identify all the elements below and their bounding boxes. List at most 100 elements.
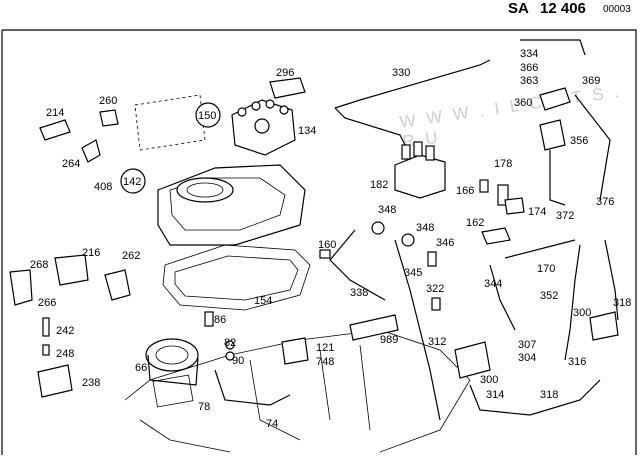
callout-248: 248 bbox=[56, 348, 74, 360]
callout-314: 314 bbox=[486, 389, 504, 401]
callout-307: 307 bbox=[518, 339, 536, 351]
callout-372: 372 bbox=[556, 210, 574, 222]
throttle-housing bbox=[145, 338, 199, 408]
callout-360: 360 bbox=[514, 97, 532, 109]
callout-264: 264 bbox=[62, 158, 80, 170]
callout-154: 154 bbox=[254, 295, 272, 307]
callout-238: 238 bbox=[82, 377, 100, 389]
callout-344: 344 bbox=[484, 278, 502, 290]
callout-66: 66 bbox=[135, 362, 147, 374]
damper-356 bbox=[539, 119, 566, 151]
callout-989: 989 bbox=[380, 334, 398, 346]
callout-74: 74 bbox=[266, 418, 278, 430]
callout-296: 296 bbox=[276, 67, 294, 79]
header-sa: SA bbox=[508, 0, 529, 17]
bracket-360 bbox=[539, 87, 571, 111]
callout-86: 86 bbox=[214, 314, 226, 326]
bolt-166 bbox=[479, 179, 489, 193]
callout-134: 134 bbox=[298, 125, 316, 137]
relay-unit bbox=[394, 141, 446, 199]
callout-182: 182 bbox=[370, 179, 388, 191]
callout-121: 121 bbox=[316, 342, 334, 354]
callout-316: 316 bbox=[568, 356, 586, 368]
washer-82 bbox=[225, 340, 235, 350]
callout-262: 262 bbox=[122, 250, 140, 262]
callout-366: 366 bbox=[520, 62, 538, 74]
header-number: 12 406 bbox=[540, 0, 586, 17]
hose-262 bbox=[104, 269, 131, 301]
callout-242: 242 bbox=[56, 325, 74, 337]
callout-circle-142 bbox=[120, 168, 146, 194]
pipe-334 bbox=[520, 39, 586, 56]
callout-150: 150 bbox=[198, 110, 216, 122]
callout-160: 160 bbox=[318, 239, 336, 251]
callout-82: 82 bbox=[224, 337, 236, 349]
callout-322: 322 bbox=[426, 283, 444, 295]
valve-214 bbox=[39, 119, 71, 141]
injector-170 bbox=[504, 239, 576, 259]
part-174 bbox=[504, 197, 525, 215]
callout-circle-150 bbox=[195, 102, 221, 128]
line-318 bbox=[604, 239, 619, 321]
callout-334: 334 bbox=[520, 48, 538, 60]
header-code: 00003 bbox=[603, 4, 631, 15]
callout-330: 330 bbox=[392, 67, 410, 79]
callout-312: 312 bbox=[428, 336, 446, 348]
nut-248 bbox=[42, 344, 50, 356]
callout-356: 356 bbox=[570, 135, 588, 147]
bracket-162 bbox=[481, 227, 511, 245]
callout-214: 214 bbox=[46, 107, 64, 119]
callout-346: 346 bbox=[436, 237, 454, 249]
bolt-86 bbox=[204, 311, 214, 327]
callout-318b: 318 bbox=[540, 389, 558, 401]
cap-268 bbox=[9, 269, 33, 306]
nut-160 bbox=[319, 249, 331, 259]
callout-352: 352 bbox=[540, 290, 558, 302]
intake-plenum bbox=[157, 164, 306, 246]
callout-174: 174 bbox=[528, 206, 546, 218]
fuel-distributor bbox=[231, 99, 296, 156]
part-260 bbox=[99, 109, 119, 127]
line-345 bbox=[394, 239, 441, 421]
callout-90: 90 bbox=[232, 355, 244, 367]
callout-304: 304 bbox=[518, 352, 536, 364]
sensor-178 bbox=[497, 184, 509, 206]
callout-166: 166 bbox=[456, 185, 474, 197]
callout-318: 318 bbox=[613, 297, 631, 309]
ring-348b bbox=[401, 233, 415, 247]
callout-266: 266 bbox=[38, 297, 56, 309]
callout-408: 408 bbox=[94, 181, 112, 193]
line-314-318 bbox=[469, 379, 601, 416]
accumulator-300 bbox=[454, 341, 491, 379]
line-344 bbox=[489, 264, 516, 331]
bracket-outline bbox=[134, 94, 206, 151]
callout-363: 363 bbox=[520, 75, 538, 87]
callout-300a: 300 bbox=[573, 307, 591, 319]
wire-78-74 bbox=[214, 369, 291, 406]
callout-748: 748 bbox=[316, 356, 334, 368]
callout-78: 78 bbox=[198, 401, 210, 413]
ring-348a bbox=[371, 221, 385, 235]
line-338 bbox=[329, 229, 386, 301]
connector-296 bbox=[269, 77, 306, 99]
callout-348b: 348 bbox=[416, 222, 434, 234]
part-264 bbox=[81, 139, 101, 163]
callout-216: 216 bbox=[82, 247, 100, 259]
pipe-330 bbox=[334, 59, 491, 109]
filter-300 bbox=[589, 311, 619, 341]
bolt-242 bbox=[42, 317, 50, 337]
label-989 bbox=[349, 314, 399, 341]
callout-260: 260 bbox=[99, 95, 117, 107]
washer-90 bbox=[225, 351, 235, 361]
bolt-346 bbox=[427, 251, 437, 267]
callout-268: 268 bbox=[30, 259, 48, 271]
callout-178: 178 bbox=[494, 158, 512, 170]
pipe-330b bbox=[334, 107, 406, 146]
callout-345: 345 bbox=[404, 267, 422, 279]
callout-300b: 300 bbox=[480, 374, 498, 386]
part-121 bbox=[281, 337, 309, 365]
callout-338: 338 bbox=[350, 287, 368, 299]
valve-238 bbox=[37, 364, 73, 398]
